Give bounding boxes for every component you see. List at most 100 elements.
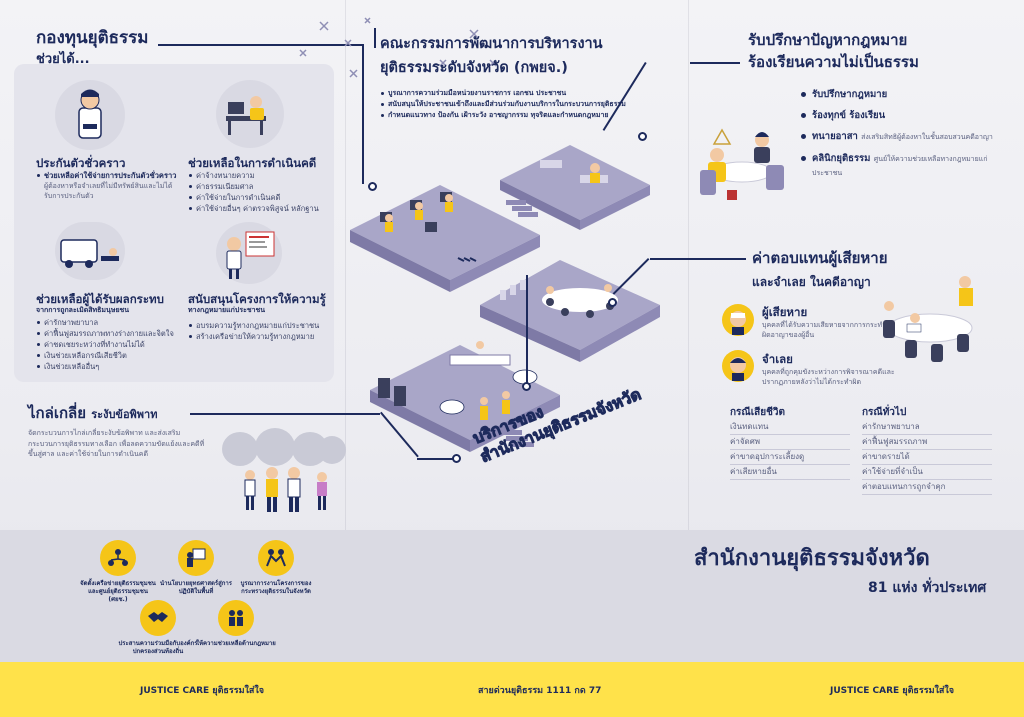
death-case-item: ค่าเสียหายอื่น (730, 465, 850, 480)
victims-item: ค่ารักษาพยาบาล (36, 317, 186, 328)
connector-dot (638, 132, 647, 141)
death-case-list: เงินทดแทน ค่าจัดศพ ค่าขาดอุปการะเลี้ยงดู… (730, 420, 850, 480)
bottom-band (0, 530, 1024, 662)
mediation-people-illustration (244, 467, 327, 512)
litigation-list: ค่าจ้างทนายความ ค่าธรรมเนียมศาล ค่าใช้จ่… (188, 170, 333, 214)
fold-line (688, 0, 689, 717)
general-case-item: ค่าตอบแทนการถูกจำคุก (862, 480, 992, 495)
office-subtitle: 81 แห่ง ทั่วประเทศ (868, 580, 987, 596)
defendant-avatar (722, 350, 754, 382)
victims-sub: จากการถูกละเมิดสิทธิมนุษยชน (36, 306, 130, 314)
footer-hotline-text: สายด่วนยุติธรรม 1111 กด 77 (478, 686, 602, 696)
mediation-title-sub: ระงับข้อพิพาท (91, 408, 158, 421)
title-bar-accent (374, 28, 376, 48)
bail-heading: ประกันตัวชั่วคราว (36, 156, 126, 170)
victim-label: ผู้เสียหาย (762, 305, 808, 319)
connector-line (362, 44, 364, 184)
litigation-item: ค่าจ้างทนายความ (188, 170, 333, 181)
connector-dot (452, 454, 461, 463)
service-label: ให้ความช่วยเหลือด้านกฎหมาย (196, 640, 276, 647)
committee-item: บูรณาการความร่วมมือหน่วยงานราชการ เอกชน … (380, 88, 680, 99)
knowledge-item: สร้างเครือข่ายให้ความรู้ทางกฎหมาย (188, 331, 333, 342)
knowledge-heading: สนับสนุนโครงการให้ความรู้ (188, 292, 326, 306)
connector-dot (608, 298, 617, 307)
legal-title-1: รับปรึกษาปัญหากฎหมาย (748, 31, 908, 49)
committee-title-2: ยุติธรรมระดับจังหวัด (กพยจ.) (380, 60, 568, 76)
service-label: ประสานความร่วมมือกับองค์กรปกครองส่วนท้อง… (118, 640, 198, 655)
death-case-item: ค่าขาดอุปการะเลี้ยงดู (730, 450, 850, 465)
mediation-desc: จัดกระบวนการไกล่เกลี่ยระงับข้อพิพาท และส… (28, 429, 205, 458)
knowledge-list: อบรมความรู้ทางกฎหมายแก่ประชาชน สร้างเครื… (188, 320, 333, 342)
litigation-item: ค่าใช้จ่ายในการดำเนินคดี (188, 192, 333, 203)
litigation-item: ค่าธรรมเนียมศาล (188, 181, 333, 192)
bail-desc: ผู้ต้องหาหรือจำเลยที่ไม่มีทรัพย์สินและไม… (44, 182, 173, 200)
general-case-item: ค่ารักษาพยาบาล (862, 420, 992, 435)
defendant-label: จำเลย (762, 352, 793, 366)
comp-title-2: และจำเลย ในคดีอาญา (752, 275, 871, 289)
legal-list: รับปรึกษากฎหมาย ร้องทุกข์ ร้องเรียน ทนาย… (800, 88, 1000, 180)
fund-subtitle: ช่วยได้... (36, 52, 90, 67)
isometric-offices-illustration (350, 145, 660, 452)
fold-line (345, 0, 346, 717)
knowledge-item: อบรมความรู้ทางกฎหมายแก่ประชาชน (188, 320, 333, 331)
community-network-icon (100, 540, 136, 576)
victims-item: เงินช่วยเหลือกรณีเสียชีวิต (36, 350, 186, 361)
service-label: จัดตั้งเครือข่ายยุติธรรมชุมชน และศูนย์ยุ… (80, 580, 156, 603)
handshake-icon (140, 600, 176, 636)
tree-graphic (255, 428, 295, 466)
fund-title: กองทุนยุติธรรม (36, 28, 149, 48)
committee-list: บูรณาการความร่วมมือหน่วยงานราชการ เอกชน … (380, 88, 680, 121)
connector-dot (522, 382, 531, 391)
star-decoration (299, 17, 497, 78)
defendant-desc: บุคคลที่ถูกคุมขังระหว่างการพิจารณาคดีและ… (762, 368, 895, 386)
footer-bar (0, 662, 1024, 717)
service-label: นำนโยบายยุทธศาสตร์สู่การปฏิบัติในพื้นที่ (160, 580, 232, 595)
death-case-heading: กรณีเสียชีวิต (730, 407, 785, 418)
death-case-item: ค่าจัดศพ (730, 435, 850, 450)
volunteer-lawyer-label: ทนายอาสา (812, 131, 858, 142)
victim-desc: บุคคลที่ได้รับความเสียหายจากการกระทำผิดอ… (762, 321, 887, 339)
connector-line (190, 413, 380, 415)
general-case-item: ค่าใช้จ่ายที่จำเป็น (862, 465, 992, 480)
ambulance-illustration (55, 222, 125, 280)
comp-title-1: ค่าตอบแทนผู้เสียหาย (752, 249, 888, 267)
mediation-title-main: ไกล่เกลี่ย (28, 404, 87, 422)
volunteer-lawyer-desc: ส่งเสริมสิทธิผู้ต้องหาในชั้นสอบสวนคดีอาญ… (861, 133, 993, 141)
knowledge-illustration (216, 222, 282, 284)
tree-graphic (222, 432, 258, 466)
connector-line (650, 258, 746, 260)
mediation-title: ไกล่เกลี่ย ระงับข้อพิพาท (28, 403, 157, 425)
connector-dot (368, 182, 377, 191)
victims-heading: ช่วยเหลือผู้ได้รับผลกระทบ (36, 292, 164, 306)
presentation-icon (178, 540, 214, 576)
bail-list: ช่วยเหลือค่าใช้จ่ายการประกันตัวชั่วคราว (36, 170, 186, 181)
service-label: บูรณาการงานโครงการของกระทรวงยุติธรรมในจั… (240, 580, 312, 595)
general-case-list: ค่ารักษาพยาบาล ค่าฟื้นฟูสมรรถภาพ ค่าขาดร… (862, 420, 992, 495)
connector-line (690, 62, 740, 64)
volunteer-lawyer-item: ทนายอาสา ส่งเสริมสิทธิผู้ต้องหาในชั้นสอบ… (800, 130, 1000, 144)
general-case-item: ค่าขาดรายได้ (862, 450, 992, 465)
legal-aid-icon (218, 600, 254, 636)
connector-line (417, 458, 455, 460)
committee-item: สนับสนุนให้ประชาชนเข้าถึงและมีส่วนร่วมกั… (380, 99, 680, 110)
death-case-item: เงินทดแทน (730, 420, 850, 435)
meeting-illustration (883, 276, 973, 362)
connector-line (526, 275, 528, 385)
footer-right-text: JUSTICE CARE ยุติธรรมใส่ใจ (830, 686, 955, 696)
general-case-item: ค่าฟื้นฟูสมรรถภาพ (862, 435, 992, 450)
tree-graphic (318, 436, 346, 464)
knowledge-sub: ทางกฎหมายแก่ประชาชน (188, 306, 266, 314)
clinic-label: คลินิกยุติธรรม (812, 153, 871, 164)
general-case-heading: กรณีทั่วไป (862, 407, 907, 418)
victims-item: เงินช่วยเหลืออื่นๆ (36, 361, 186, 372)
victims-item: ค่าฟื้นฟูสมรรถภาพทางร่างกายและจิตใจ (36, 328, 186, 339)
victims-list: ค่ารักษาพยาบาล ค่าฟื้นฟูสมรรถภาพทางร่างก… (36, 317, 186, 372)
office-title: สำนักงานยุติธรรมจังหวัด (694, 546, 930, 571)
legal-item: รับปรึกษากฎหมาย (800, 88, 1000, 101)
legal-title-2: ร้องเรียนความไม่เป็นธรรม (748, 53, 919, 71)
litigation-illustration (216, 80, 284, 148)
litigation-heading: ช่วยเหลือในการดำเนินคดี (188, 156, 317, 170)
footer-left-text: JUSTICE CARE ยุติธรรมใส่ใจ (140, 686, 265, 696)
collaboration-icon (258, 540, 294, 576)
